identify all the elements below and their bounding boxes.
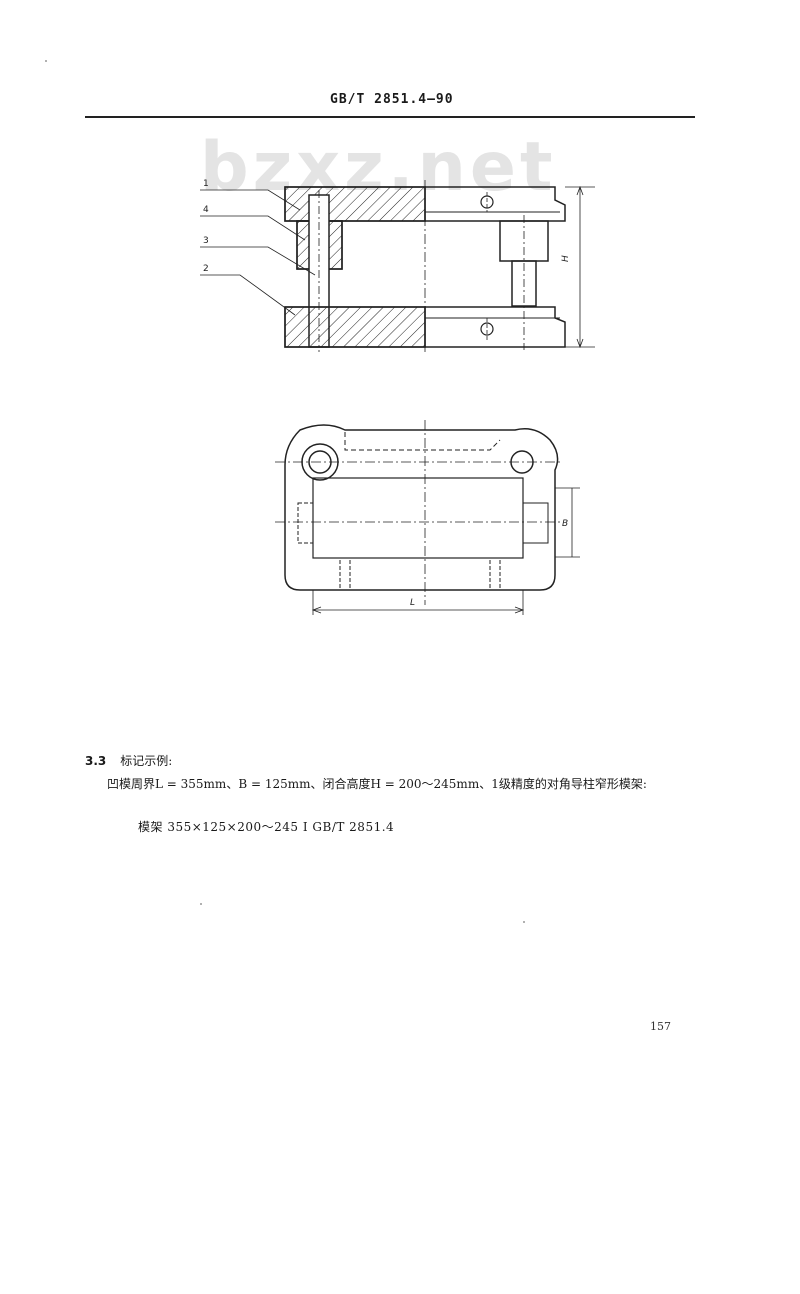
scan-speck [45, 60, 47, 62]
dimension-b-label: B [562, 519, 568, 529]
marking-example: 模架 355×125×200～245 I GB/T 2851.4 [138, 820, 395, 834]
header-rule [85, 116, 695, 118]
leader-4 [200, 215, 306, 241]
lower-plate-right [425, 306, 566, 348]
section-number: 3.3 [85, 754, 107, 768]
section-title: 标记示例: [120, 754, 173, 768]
leader-3 [200, 246, 316, 276]
callout-2: 2 [203, 264, 209, 274]
lower-plate-section [284, 306, 426, 348]
leader-1 [200, 189, 301, 211]
plan-outline [284, 424, 559, 591]
scan-speck [200, 903, 202, 905]
dimension-l-label: L [410, 598, 415, 608]
callout-3: 3 [203, 236, 209, 246]
callout-4: 4 [203, 205, 209, 215]
technical-drawing: 1 4 3 2 H [200, 179, 595, 615]
upper-plate-section [284, 186, 426, 222]
leader-2 [200, 274, 296, 316]
dimension-h-label: H [561, 255, 571, 262]
upper-plate-right [425, 186, 566, 222]
lower-pin-hole [480, 322, 494, 336]
page-number: 157 [650, 1020, 671, 1033]
elevation-view [200, 180, 595, 355]
plan-inner-rect [312, 477, 524, 559]
plan-view [275, 420, 580, 615]
marking-description: 凹模周界L = 355mm、B = 125mm、闭合高度H = 200～245m… [107, 777, 647, 791]
scan-speck [523, 921, 525, 923]
standard-header: GB/T 2851.4—90 [330, 92, 454, 107]
callout-1: 1 [203, 179, 209, 189]
section-heading: 3.3 标记示例: [85, 752, 172, 769]
